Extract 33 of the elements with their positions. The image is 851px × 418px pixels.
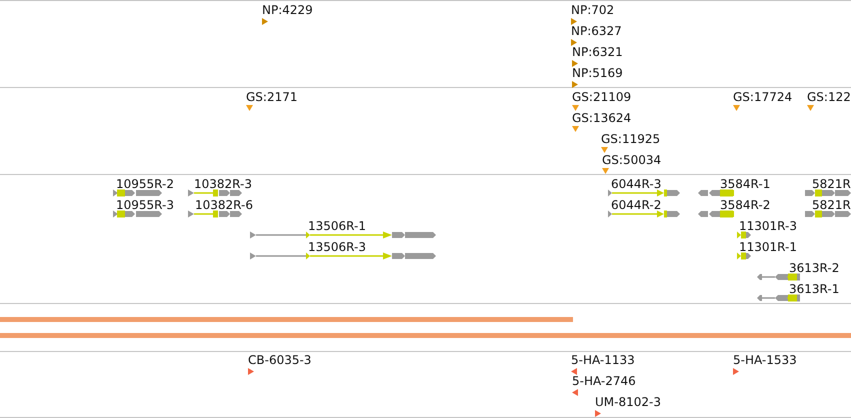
feature-label: 10382R-6 [195, 198, 253, 212]
feature-label: GS:2171 [246, 90, 298, 104]
feature-label: CB-6035-3 [248, 353, 312, 367]
feature-label: UM-8102-3 [595, 395, 661, 409]
feature-label: NP:6327 [571, 24, 622, 38]
feature-label: 5821R [812, 177, 851, 191]
feature-label: 3613R-1 [789, 282, 840, 296]
feature-label: 5821R [812, 198, 851, 212]
feature-label: 6044R-2 [611, 198, 662, 212]
feature-label: GS:13624 [572, 111, 632, 125]
feature-label: 11301R-1 [739, 240, 797, 254]
feature-label: NP:702 [571, 3, 614, 17]
feature-label: 5-HA-1133 [571, 353, 635, 367]
feature-label: 5-HA-2746 [572, 374, 636, 388]
feature-label: 11301R-3 [739, 219, 797, 233]
feature-label: 10955R-2 [116, 177, 174, 191]
feature-label: GS:17724 [733, 90, 792, 104]
feature-label: GS:11925 [601, 132, 660, 146]
feature-label: 6044R-3 [611, 177, 662, 191]
feature-label: NP:4229 [262, 3, 313, 17]
feature-label: GS:122 [807, 90, 851, 104]
feature-label: NP:5169 [572, 66, 623, 80]
feature-label: 10382R-3 [194, 177, 252, 191]
feature-label: GS:50034 [602, 153, 662, 167]
feature-label: GS:21109 [572, 90, 632, 104]
feature-label: 3613R-2 [789, 261, 840, 275]
feature-label: 3584R-1 [720, 177, 770, 191]
feature-label: 10955R-3 [116, 198, 174, 212]
feature-label: 3584R-2 [720, 198, 770, 212]
feature-label: 13506R-1 [308, 219, 366, 233]
feature-label: 13506R-3 [308, 240, 366, 254]
feature-label: NP:6321 [572, 45, 623, 59]
feature-label: 5-HA-1533 [733, 353, 797, 367]
